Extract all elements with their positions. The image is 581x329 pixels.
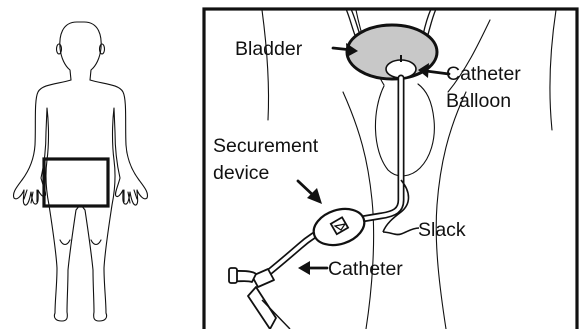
figure-ear-left <box>57 44 62 54</box>
label-bladder: Bladder <box>235 38 303 60</box>
figure-left-side <box>13 80 80 321</box>
label-securement-2: device <box>213 162 269 184</box>
figure-right-side <box>81 80 148 321</box>
label-catheter-balloon-1: Catheter <box>446 63 521 85</box>
figure-ear-right <box>100 44 105 54</box>
label-catheter-balloon-2: Balloon <box>446 90 511 112</box>
label-securement-1: Securement <box>213 135 319 157</box>
label-catheter: Catheter <box>328 258 403 280</box>
figure-head <box>60 22 101 80</box>
figure-knees <box>60 240 101 245</box>
body-outline-figure <box>13 22 147 321</box>
region-highlight-box <box>44 159 108 206</box>
label-slack: Slack <box>418 219 466 241</box>
